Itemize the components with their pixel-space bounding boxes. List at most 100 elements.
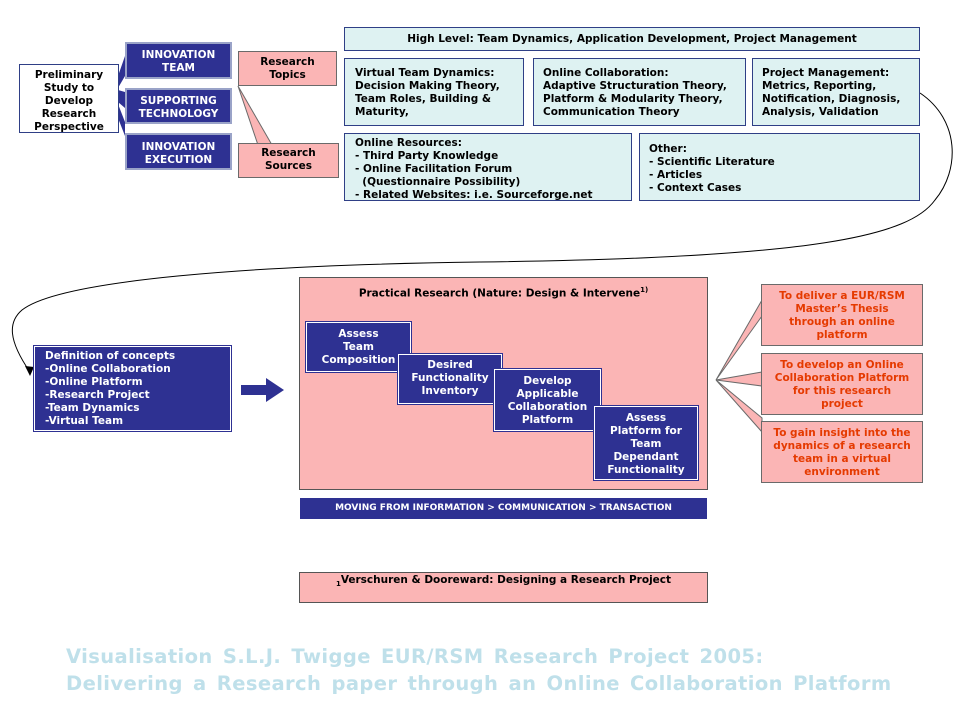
research-sources-line-1: Research	[261, 147, 316, 159]
footnote-box: 1Verschuren & Dooreward: Designing a Res…	[299, 572, 708, 603]
research-sources-line-2: Sources	[264, 160, 313, 172]
preliminary-line-1: Preliminary	[34, 69, 104, 81]
footer-line-1: Visualisation S.L.J. Twigge EUR/RSM Rese…	[66, 645, 764, 668]
preliminary-line-2: Study to	[43, 82, 95, 94]
step3-line-2: Applicable	[516, 388, 579, 400]
goal-callout-tail	[715, 298, 763, 381]
online-resources-line-4: (Questionnaire Possibility)	[355, 176, 521, 188]
high-level-text: High Level: Team Dynamics, Application D…	[407, 33, 857, 45]
callout-tail	[237, 85, 273, 146]
preliminary-study-box: Preliminary Study to Develop Research Pe…	[19, 64, 119, 133]
virtual-team-line-3: Team Roles, Building &	[355, 93, 492, 105]
project-mgmt-line-3: Notification, Diagnosis,	[762, 93, 901, 105]
step4-line-4: Dependant	[613, 451, 679, 463]
goal1-line-4: platform	[816, 329, 868, 341]
step4-line-3: Team	[630, 438, 662, 450]
goal1-line-2: Master’s Thesis	[795, 303, 889, 315]
innovation-execution-box: INNOVATION EXECUTION	[125, 133, 232, 170]
goal2-line-2: Collaboration Platform	[774, 372, 910, 384]
innovation-team-box: INNOVATION TEAM	[125, 42, 232, 79]
step2-line-2: Functionality	[411, 372, 489, 384]
step3-line-3: Collaboration	[507, 401, 588, 413]
preliminary-line-4: Research	[41, 108, 97, 120]
goal2-line-4: project	[821, 398, 863, 410]
project-management-box: Project Management: Metrics, Reporting, …	[752, 58, 920, 126]
step-assess-team-composition: Assess Team Composition	[306, 322, 411, 372]
preliminary-line-3: Develop	[44, 95, 94, 107]
step-desired-functionality-inventory: Desired Functionality Inventory	[398, 354, 502, 404]
moving-banner-text: MOVING FROM INFORMATION > COMMUNICATION …	[335, 503, 672, 513]
practical-research-title-text: Practical Research (Nature: Design & Int…	[358, 287, 641, 300]
flow-curve	[11, 92, 953, 373]
flow-curve-arrowhead	[25, 366, 34, 376]
goal-develop-platform: To develop an Online Collaboration Platf…	[761, 353, 923, 415]
innovation-execution-line-2: EXECUTION	[144, 154, 213, 166]
online-resources-box: Online Resources: - Third Party Knowledg…	[344, 133, 632, 201]
preliminary-line-5: Perspective	[34, 121, 104, 133]
step-develop-collaboration-platform: Develop Applicable Collaboration Platfor…	[494, 369, 601, 431]
step4-line-1: Assess	[625, 412, 667, 424]
step3-line-1: Develop	[523, 375, 572, 387]
innovation-team-line-1: INNOVATION	[141, 49, 216, 61]
definition-line-5: -Team Dynamics	[45, 402, 140, 414]
step1-line-3: Composition	[321, 354, 396, 366]
goal1-line-1: To deliver a EUR/RSM	[779, 290, 905, 302]
step4-line-5: Functionality	[607, 464, 685, 476]
step-assess-platform-functionality: Assess Platform for Team Dependant Funct…	[594, 406, 698, 480]
virtual-team-line-1: Virtual Team Dynamics:	[355, 67, 495, 79]
innovation-execution-line-1: INNOVATION	[141, 141, 216, 153]
goal-callout-tail	[715, 371, 763, 387]
footnote-text: Verschuren & Dooreward: Designing a Rese…	[340, 574, 672, 586]
virtual-team-line-2: Decision Making Theory,	[355, 80, 500, 92]
project-mgmt-line-4: Analysis, Validation	[762, 106, 879, 118]
goal3-line-4: environment	[804, 466, 880, 478]
research-topics-line-1: Research	[260, 56, 315, 68]
research-sources-callout: Research Sources	[238, 143, 339, 178]
wedge-connector	[118, 56, 125, 88]
footnote-mark: 1	[335, 580, 341, 589]
definition-of-concepts-box: Definition of concepts -Online Collabora…	[34, 346, 231, 431]
definition-line-3: -Online Platform	[45, 376, 143, 388]
research-topics-line-2: Topics	[269, 69, 306, 81]
right-arrow-head	[266, 378, 284, 402]
online-resources-line-3: - Online Facilitation Forum	[355, 163, 513, 175]
goal2-line-3: for this research	[792, 385, 892, 397]
definition-line-1: Definition of concepts	[45, 350, 176, 362]
online-collab-line-3: Platform & Modularity Theory,	[543, 93, 723, 105]
step2-line-3: Inventory	[421, 385, 479, 397]
innovation-team-line-2: TEAM	[162, 62, 195, 74]
step1-line-2: Team	[343, 341, 374, 353]
other-sources-box: Other: - Scientific Literature - Article…	[639, 133, 920, 201]
online-resources-line-1: Online Resources:	[355, 137, 462, 149]
online-resources-line-5: - Related Websites: i.e. Sourceforge.net	[355, 189, 593, 201]
other-line-2: - Scientific Literature	[649, 156, 775, 168]
online-collab-line-4: Communication Theory	[543, 106, 680, 118]
definition-line-6: -Virtual Team	[45, 415, 124, 427]
goal2-line-1: To develop an Online	[780, 359, 904, 371]
other-line-4: - Context Cases	[649, 182, 742, 194]
virtual-team-line-4: Maturity,	[355, 106, 409, 118]
definition-line-2: -Online Collaboration	[45, 363, 171, 375]
research-topics-callout: Research Topics	[238, 51, 337, 86]
online-collab-line-1: Online Collaboration:	[543, 67, 669, 79]
wedge-connector	[118, 104, 125, 136]
right-arrow-shaft	[241, 385, 269, 395]
other-line-3: - Articles	[649, 169, 703, 181]
other-line-1: Other:	[649, 143, 687, 155]
goal3-line-2: dynamics of a research	[773, 440, 911, 452]
supporting-technology-line-1: SUPPORTING	[140, 95, 217, 107]
goal3-line-3: team in a virtual	[792, 453, 892, 465]
footer-line-2: Delivering a Research paper through an O…	[66, 672, 892, 695]
wedge-connector	[118, 90, 125, 108]
high-level-banner: High Level: Team Dynamics, Application D…	[344, 27, 920, 51]
goal3-line-1: To gain insight into the	[773, 427, 911, 439]
step2-line-1: Desired	[427, 359, 473, 371]
online-resources-line-2: - Third Party Knowledge	[355, 150, 499, 162]
definition-line-4: -Research Project	[45, 389, 150, 401]
goal-deliver-thesis: To deliver a EUR/RSM Master’s Thesis thr…	[761, 284, 923, 346]
step3-line-4: Platform	[521, 414, 574, 426]
step1-line-1: Assess	[338, 328, 379, 340]
supporting-technology-box: SUPPORTING TECHNOLOGY	[125, 88, 232, 124]
practical-research-title: Practical Research (Nature: Design & Int…	[300, 284, 707, 301]
goal1-line-3: through an online	[789, 316, 895, 328]
